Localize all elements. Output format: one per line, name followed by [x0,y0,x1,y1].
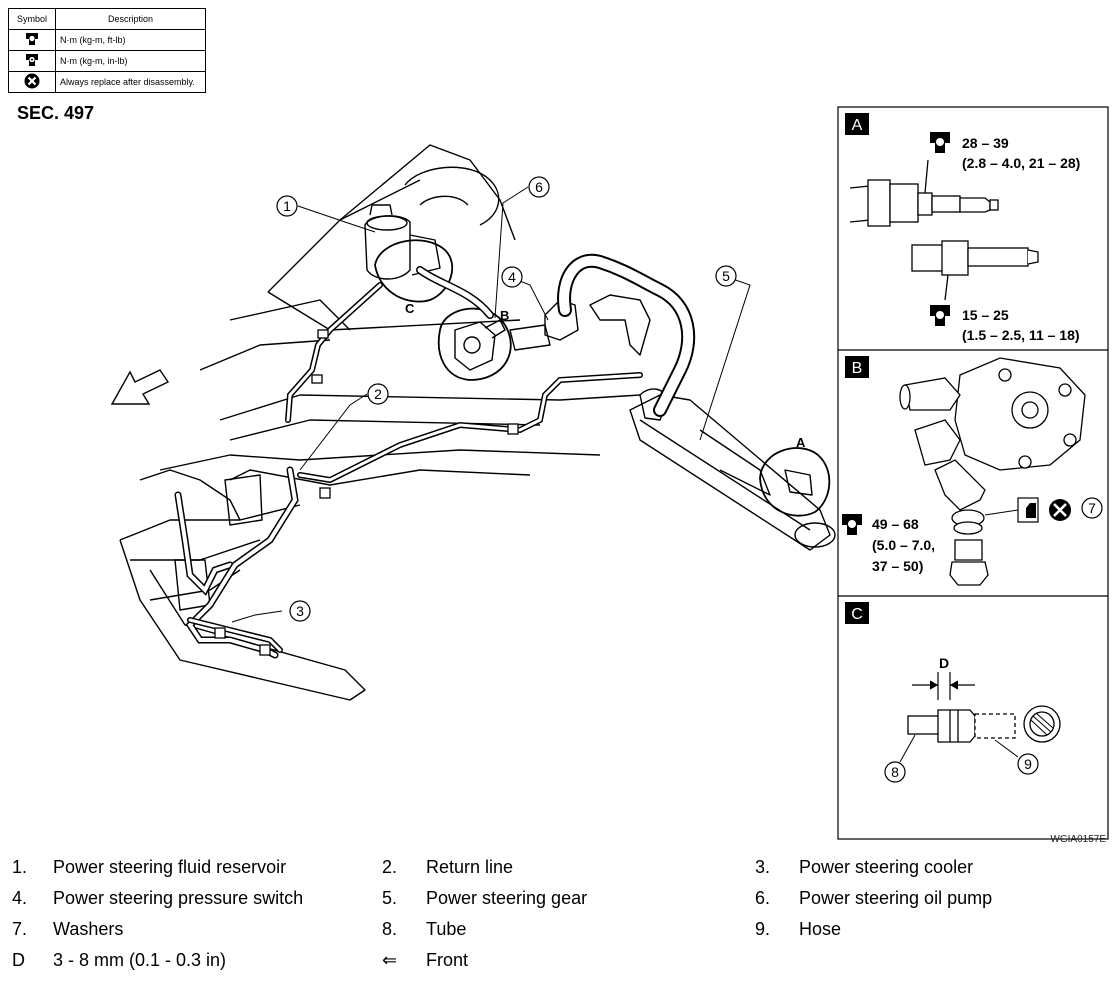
symbol-table: Symbol Description N·m (kg-m, ft-lb) N·m… [8,8,206,93]
legend-number: 6. [755,888,771,908]
callout-number: 3 [296,603,304,619]
legend-text: Power steering fluid reservoir [53,857,287,877]
torque-wrench-small-icon [8,50,56,72]
legend-text: Power steering oil pump [799,888,993,908]
torque-wrench-icon [930,132,950,153]
legend-number: 9. [755,919,771,939]
legend-number: 4. [12,888,28,908]
legend-text: Power steering cooler [799,857,974,877]
panel-label: C [851,606,863,623]
fitting-drawing [911,240,1039,301]
legend-text: Tube [426,919,467,939]
replace-x-icon [1049,499,1071,521]
legend-text: Power steering gear [426,888,588,908]
figure-code: WGIA0157E [1050,834,1106,845]
torque-units: (2.8 – 4.0, 21 – 28) [962,155,1080,171]
panel-a: A 28 – 39 (2.8 – 4.0, 21 – 28) [845,113,1080,343]
legend-text: Front [426,950,469,970]
callout-number: 7 [1088,500,1096,516]
detail-ref-c: C [405,301,415,316]
legend-number: 8. [382,919,398,939]
hose-clamps [214,329,519,656]
legend-number: 3. [755,857,771,877]
callout-number: 2 [374,386,382,402]
callout-2: 2 [367,383,389,405]
legend-number: 5. [382,888,398,908]
torque-wrench-icon [930,305,950,326]
torque-value: 15 – 25 [962,307,1009,323]
hose-lines [174,253,696,659]
parts-legend: 1. Power steering fluid reservoir 2. Ret… [12,857,1102,981]
engine-bay-illustration [119,144,836,701]
front-arrow-icon [110,369,170,405]
diagram-canvas: 1 6 4 5 2 3 C B A A 28 – 39 (2.8 – [110,106,1109,840]
oil-pump-drawing [899,357,1086,586]
callout-1: 1 [276,195,298,217]
legend-number: 1. [12,857,28,877]
torque-value: 49 – 68 [872,516,919,532]
replace-x-icon [8,71,56,93]
tube-hose-drawing [907,705,1061,743]
detail-ref-a: A [796,435,806,450]
panel-b: B 7 [842,356,1103,586]
legend-row: D 3 - 8 mm (0.1 - 0.3 in) ⇐ Front [12,950,1102,981]
callout-leaders [899,734,1019,763]
symbol-table-header: Symbol Description [8,8,206,30]
legend-text: Hose [799,919,842,939]
callout-number: 1 [283,198,291,214]
torque-value: 28 – 39 [962,135,1009,151]
dimension-label: D [939,655,949,671]
callout-4: 4 [501,266,523,288]
fluid-bottle-icon [1017,497,1039,523]
detail-ref-b: B [500,308,509,323]
detail-panels [837,106,1109,840]
symbol-description: Always replace after disassembly. [55,71,206,93]
torque-units: (5.0 – 7.0, [872,537,935,553]
legend-text: Power steering pressure switch [53,888,304,908]
symbol-row: Always replace after disassembly. [8,71,206,93]
symbol-row: N·m (kg-m, in-lb) [8,50,206,72]
callout-number: 5 [722,268,730,284]
panel-label: B [852,360,863,377]
torque-units: (1.5 – 2.5, 11 – 18) [962,327,1080,343]
torque-units: 37 – 50) [872,558,923,574]
legend-text: Return line [426,857,514,877]
callout-number: 4 [508,269,516,285]
callout-leaders [231,186,751,623]
panel-c: C D 8 9 [845,602,1061,783]
legend-number: D [12,950,25,970]
legend-row: 1. Power steering fluid reservoir 2. Ret… [12,857,1102,888]
callout-9: 9 [1017,753,1039,775]
pressure-switch-drawing [849,159,999,227]
torque-wrench-icon [842,514,862,535]
callout-3: 3 [289,600,311,622]
legend-number: 2. [382,857,398,877]
callout-number: 6 [535,179,543,195]
callout-6: 6 [528,176,550,198]
callout-number: 8 [891,764,899,780]
legend-row: 7. Washers 8. Tube 9. Hose [12,919,1102,950]
legend-text: Washers [53,919,124,939]
legend-number: 7. [12,919,28,939]
panel-label: A [852,117,863,134]
legend-text: 3 - 8 mm (0.1 - 0.3 in) [53,950,227,970]
callout-5: 5 [715,265,737,287]
callout-8: 8 [884,761,906,783]
front-arrow-icon: ⇐ [382,950,398,970]
torque-wrench-icon [8,29,56,51]
legend-row: 4. Power steering pressure switch 5. Pow… [12,888,1102,919]
section-label: SEC. 497 [17,103,95,123]
dimension-arrows [912,672,975,700]
callout-number: 9 [1024,756,1032,772]
